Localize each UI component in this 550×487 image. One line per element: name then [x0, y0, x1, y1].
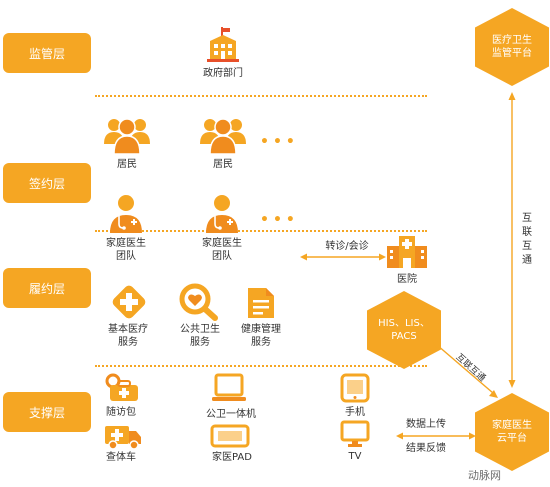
feedback-label: 结果反馈: [406, 443, 446, 454]
search-heart-icon: [179, 283, 218, 321]
upload-label: 数据上传: [406, 419, 446, 430]
cloud-platform-hexagon: 家庭医生云平台: [475, 393, 549, 471]
layer-tab-signing: 签约层: [3, 163, 91, 203]
doctor-icon: [110, 195, 142, 233]
document-icon: [248, 288, 274, 318]
exam-car-label: 查体车: [106, 452, 136, 463]
layer-tab-supervision: 监管层: [3, 33, 91, 73]
interconnect-label: 互联互通: [522, 213, 532, 266]
resident-group-icon: [104, 118, 150, 154]
referral-arrow-icon: [300, 253, 386, 261]
ellipsis-residents: •••: [260, 134, 299, 150]
phone-label: 手机: [345, 407, 365, 418]
public-health-label: 公共卫生服务: [180, 324, 220, 348]
hospital-label: 医院: [397, 274, 417, 285]
gov-label: 政府部门: [203, 68, 243, 79]
resident-label-2: 居民: [213, 159, 233, 170]
pad-label: 家医PAD: [212, 452, 252, 463]
team-label-2: 家庭医生团队: [202, 238, 242, 262]
diagonal-arrow-icon: [432, 340, 498, 398]
layer-tab-support: 支撑层: [3, 392, 91, 432]
separator-3: [95, 365, 427, 367]
phone-icon: [340, 373, 370, 403]
hospital-icon: [387, 236, 427, 268]
layer-tab-performance: 履约层: [3, 268, 91, 308]
resident-group-icon: [200, 118, 246, 154]
government-building-icon: [207, 27, 239, 62]
laptop-icon: [212, 373, 246, 401]
tv-icon: [340, 420, 370, 447]
basic-care-label: 基本医疗服务: [108, 324, 148, 348]
watermark: 动脉网: [468, 469, 501, 482]
bidirectional-arrow-icon: [396, 432, 476, 440]
ellipsis-teams: •••: [260, 212, 299, 228]
vertical-arrow-icon: [508, 92, 516, 388]
all-in-one-label: 公卫一体机: [206, 409, 256, 420]
resident-label-1: 居民: [117, 159, 137, 170]
referral-label: 转诊/会诊: [325, 241, 369, 252]
separator-2: [95, 230, 427, 232]
followup-bag-label: 随访包: [106, 407, 136, 418]
his-lis-pacs-hexagon: HIS、LIS、PACS: [367, 291, 441, 369]
doctor-icon: [206, 195, 238, 233]
ambulance-icon: [105, 426, 141, 450]
tv-label: TV: [348, 451, 362, 462]
team-label-1: 家庭医生团队: [106, 238, 146, 262]
separator-1: [95, 95, 427, 97]
medical-bag-icon: [105, 373, 138, 401]
supervision-platform-hexagon: 医疗卫生监管平台: [475, 8, 549, 86]
medical-cross-icon: [112, 285, 146, 319]
tablet-icon: [210, 424, 250, 448]
health-mgmt-label: 健康管理服务: [241, 324, 281, 348]
